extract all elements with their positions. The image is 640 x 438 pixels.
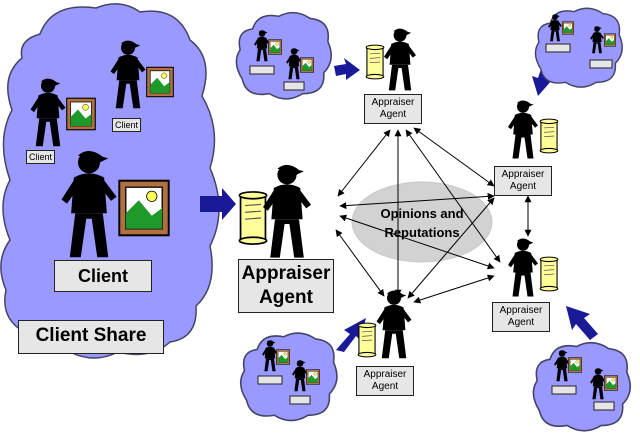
- link-center-top: [337, 129, 391, 197]
- central-agent-line1: Appraiser: [241, 263, 331, 284]
- opinions-label: Opinions and Reputations: [356, 204, 488, 242]
- client-share-label: Client Share: [18, 320, 164, 354]
- central-agent-label: Appraiser Agent: [238, 259, 334, 313]
- arrow-cloud1-to-agent: [334, 58, 360, 80]
- cloud-client-group-bottomleft: [239, 332, 338, 422]
- agent-label-rightupper-line2: Agent: [509, 181, 537, 192]
- cloud-client-group-topleft: [235, 11, 333, 100]
- agent-label-rightupper-line1: Appraiser: [501, 169, 545, 180]
- client-share-cloud: [0, 3, 220, 359]
- agent-label-top-line1: Appraiser: [371, 97, 415, 108]
- client-label-big: Client: [54, 260, 152, 292]
- agent-figure-top: [365, 28, 416, 91]
- cloud-client-group-bottomright: [532, 341, 632, 432]
- mesh-arrows: [335, 127, 532, 304]
- agent-label-rightlower: Appraiser Agent: [492, 302, 550, 332]
- agent-label-top: Appraiser Agent: [364, 94, 422, 124]
- opinions-line2: Reputations: [384, 225, 460, 240]
- arrow-clientshare-to-agent: [200, 188, 236, 220]
- link-center-bottom: [335, 229, 385, 297]
- link-top-rightupper: [413, 127, 495, 187]
- link-rightlower-bottom: [413, 274, 495, 304]
- agent-figure-central: [238, 164, 311, 258]
- client-label-small-top: Client: [112, 118, 142, 132]
- client-label-small-left: Client: [26, 150, 56, 164]
- agent-label-bottom: Appraiser Agent: [356, 366, 414, 396]
- agent-label-bottom-line1: Appraiser: [363, 369, 407, 380]
- agent-figure-rightupper: [508, 100, 559, 159]
- agent-label-top-line2: Agent: [379, 109, 407, 120]
- cloud-client-group-topright: [534, 7, 623, 88]
- agent-figure-rightlower: [508, 238, 559, 297]
- arrow-cloud4-to-agent: [566, 306, 598, 340]
- agent-label-rightupper: Appraiser Agent: [494, 166, 552, 196]
- central-agent-line2: Agent: [259, 287, 313, 308]
- agent-figure-bottom: [357, 290, 412, 359]
- agent-label-rightlower-line2: Agent: [507, 317, 535, 328]
- opinions-line1: Opinions and: [380, 206, 464, 221]
- agent-label-bottom-line2: Agent: [371, 381, 399, 392]
- agent-label-rightlower-line1: Appraiser: [499, 305, 543, 316]
